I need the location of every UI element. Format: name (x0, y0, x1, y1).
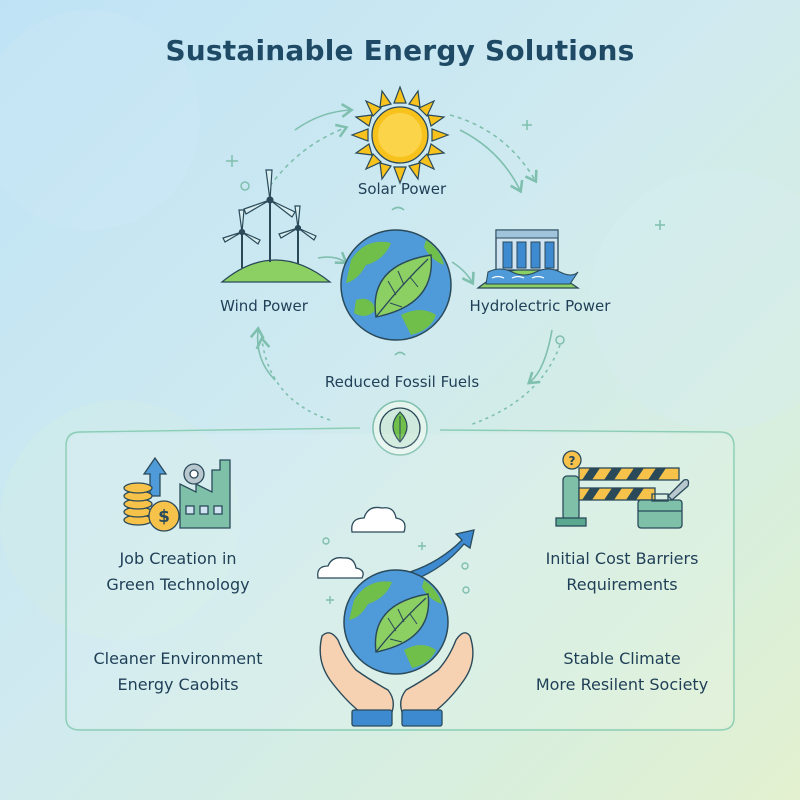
earth-leaf-icon (340, 229, 452, 341)
trend-arrow-icon (409, 529, 475, 581)
wind-power-label: Wind Power (220, 297, 308, 315)
sun-icon (350, 85, 450, 185)
benefit-line: Initial Cost Barriers (545, 549, 699, 568)
benefit-line: Green Technology (106, 575, 250, 594)
barrier-toolbox-icon: ? (555, 450, 690, 529)
cycle-arrows (249, 103, 561, 426)
hands-globe-icon (319, 569, 474, 727)
benefit-stable-climate: Stable Climate More Resilent Society (492, 646, 752, 698)
benefit-line: Stable Climate (563, 649, 681, 668)
background-blobs (0, 10, 800, 640)
benefit-line: Cleaner Environment (93, 649, 263, 668)
benefit-line: Job Creation in (119, 549, 237, 568)
benefit-cleaner-environment: Cleaner Environment Energy Caobits (48, 646, 308, 698)
wind-turbines-icon (220, 169, 332, 283)
hydroelectric-power-label: Hydrolectric Power (469, 297, 611, 315)
svg-text:?: ? (569, 454, 576, 468)
cloud-icon (317, 506, 406, 579)
bottom-sparkles (322, 537, 470, 604)
benefit-line: Requirements (566, 575, 678, 594)
coins-factory-icon: $ (123, 456, 231, 532)
challenge-initial-cost: Initial Cost Barriers Requirements (492, 546, 752, 598)
sparkles (226, 120, 665, 345)
hydro-dam-icon (476, 229, 581, 289)
page-title: Sustainable Energy Solutions (165, 34, 635, 67)
benefit-line: More Resilent Society (535, 675, 709, 694)
reduced-fossil-fuels-label: Reduced Fossil Fuels (324, 373, 480, 391)
solar-power-label: Solar Power (357, 180, 447, 198)
leaf-badge-icon (372, 400, 428, 456)
svg-text:$: $ (158, 507, 170, 527)
benefit-line: Energy Caobits (117, 675, 239, 694)
benefit-job-creation: Job Creation in Green Technology (48, 546, 308, 598)
